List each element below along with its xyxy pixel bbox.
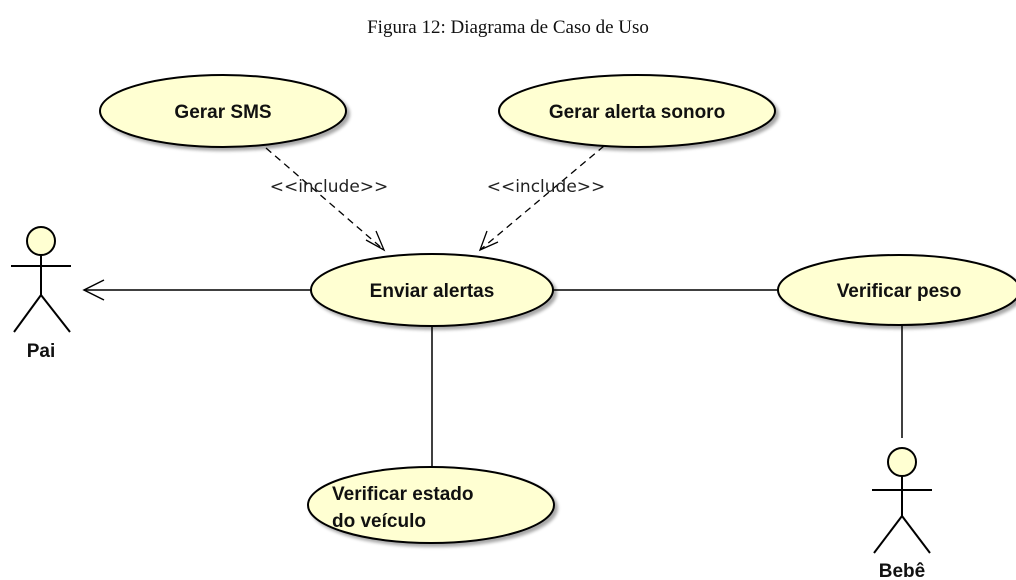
- use-case-label: Enviar alertas: [370, 281, 495, 302]
- use-case-label-line2: do veículo: [332, 511, 426, 532]
- include-arrowhead-sonoro: [478, 230, 499, 252]
- use-case-gerar-alerta-sonoro: Gerar alerta sonoro: [498, 74, 776, 148]
- actor-label-pai: Pai: [27, 341, 56, 362]
- actor-label-bebe: Bebê: [879, 561, 925, 580]
- use-case-label: Gerar SMS: [174, 102, 271, 123]
- use-case-verificar-peso: Verificar peso: [777, 254, 1016, 326]
- use-case-gerar-sms: Gerar SMS: [99, 74, 347, 148]
- actor-bebe: [872, 447, 932, 554]
- figure-caption: Figura 12: Diagrama de Caso de Uso: [367, 17, 649, 38]
- association-arrowhead-pai: [82, 279, 105, 301]
- use-case-enviar-alertas: Enviar alertas: [310, 253, 554, 327]
- include-line-sms: [265, 147, 385, 251]
- include-line-sonoro: [479, 145, 605, 251]
- include-label-sms: <<include>>: [270, 177, 389, 197]
- use-case-label: Verificar peso: [837, 281, 962, 302]
- actor-pai: [11, 226, 71, 333]
- include-label-sonoro: <<include>>: [487, 177, 606, 197]
- include-arrowhead-sms: [365, 230, 386, 252]
- use-case-label: Gerar alerta sonoro: [549, 102, 725, 123]
- use-case-label-line1: Verificar estado: [332, 484, 474, 505]
- use-case-verificar-estado: Verificar estado do veículo: [307, 466, 555, 544]
